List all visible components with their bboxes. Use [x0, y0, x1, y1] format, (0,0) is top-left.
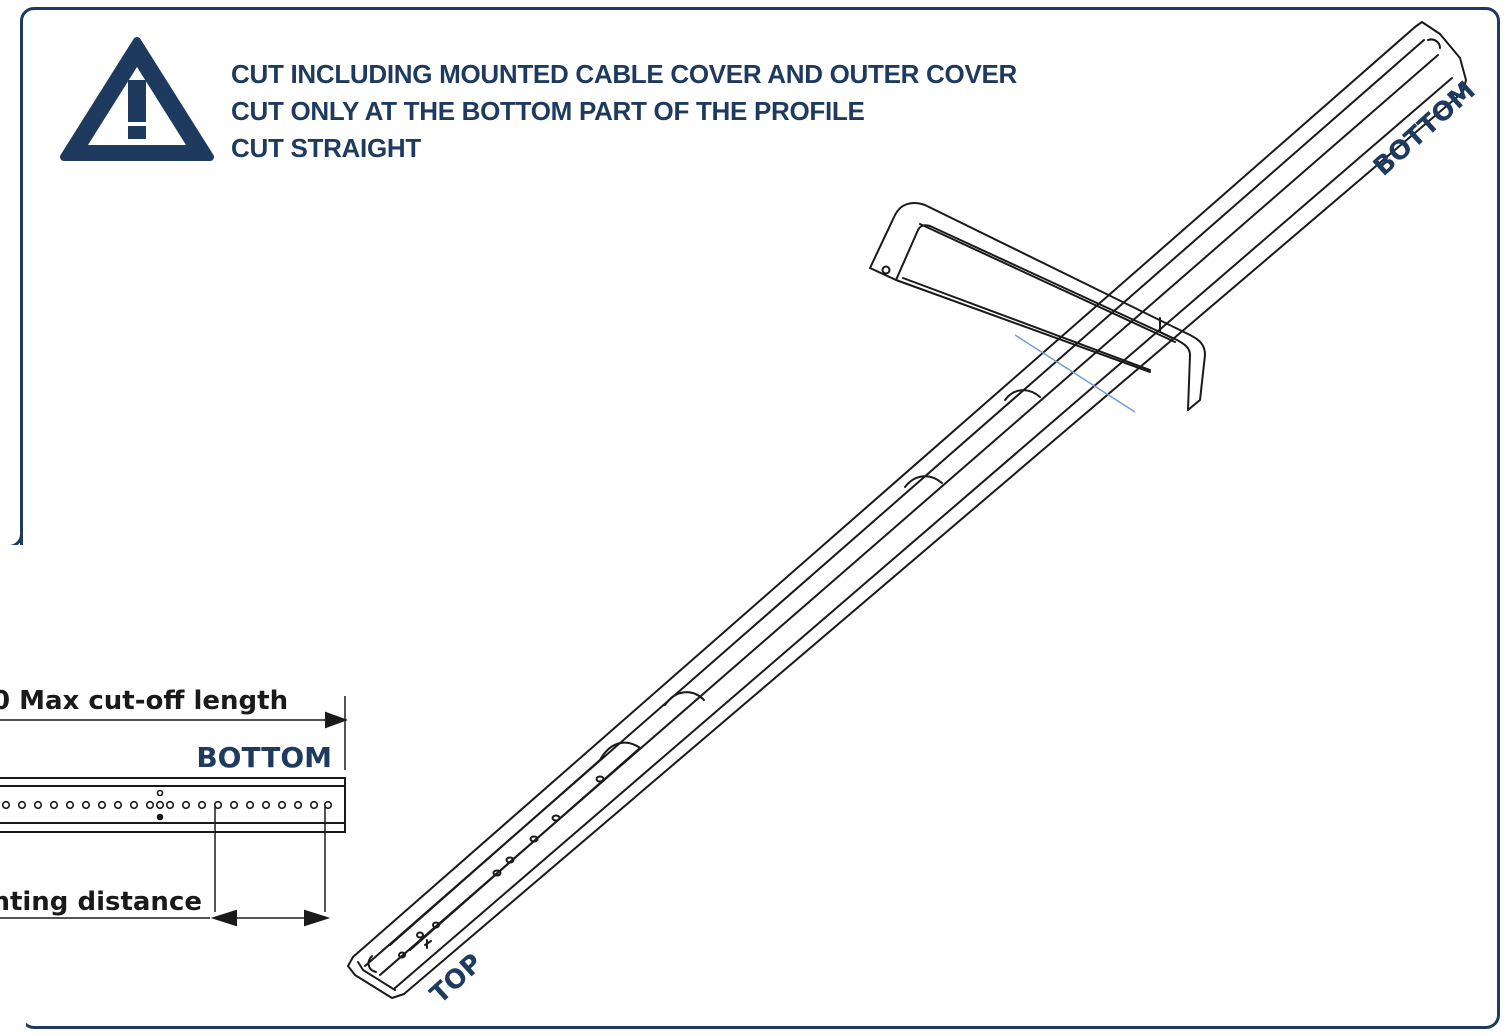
max-cut-off-label: 0 Max cut-off length [0, 686, 288, 716]
rail-top-label: TOP [425, 948, 489, 1010]
cut-line [1014, 334, 1136, 413]
mounting-distance-label: nting distance [0, 887, 202, 917]
frame-cutout [0, 545, 26, 1036]
profile-holes [1, 789, 333, 821]
warning-line-2: CUT ONLY AT THE BOTTOM PART OF THE PROFI… [231, 96, 865, 126]
warning-line-3: CUT STRAIGHT [231, 133, 421, 163]
diagram-frame [20, 7, 1500, 1029]
detail-bottom-label: BOTTOM [196, 741, 332, 774]
warning-triangle-icon [60, 37, 214, 161]
profile-detail [0, 696, 348, 927]
warning-line-1: CUT INCLUDING MOUNTED CABLE COVER AND OU… [231, 59, 1018, 89]
rail-profile [347, 21, 1467, 999]
warning-text-block: CUT INCLUDING MOUNTED CABLE COVER AND OU… [231, 56, 1017, 167]
rail-bottom-label: BOTTOM [1368, 76, 1482, 183]
hacksaw [869, 202, 1206, 411]
